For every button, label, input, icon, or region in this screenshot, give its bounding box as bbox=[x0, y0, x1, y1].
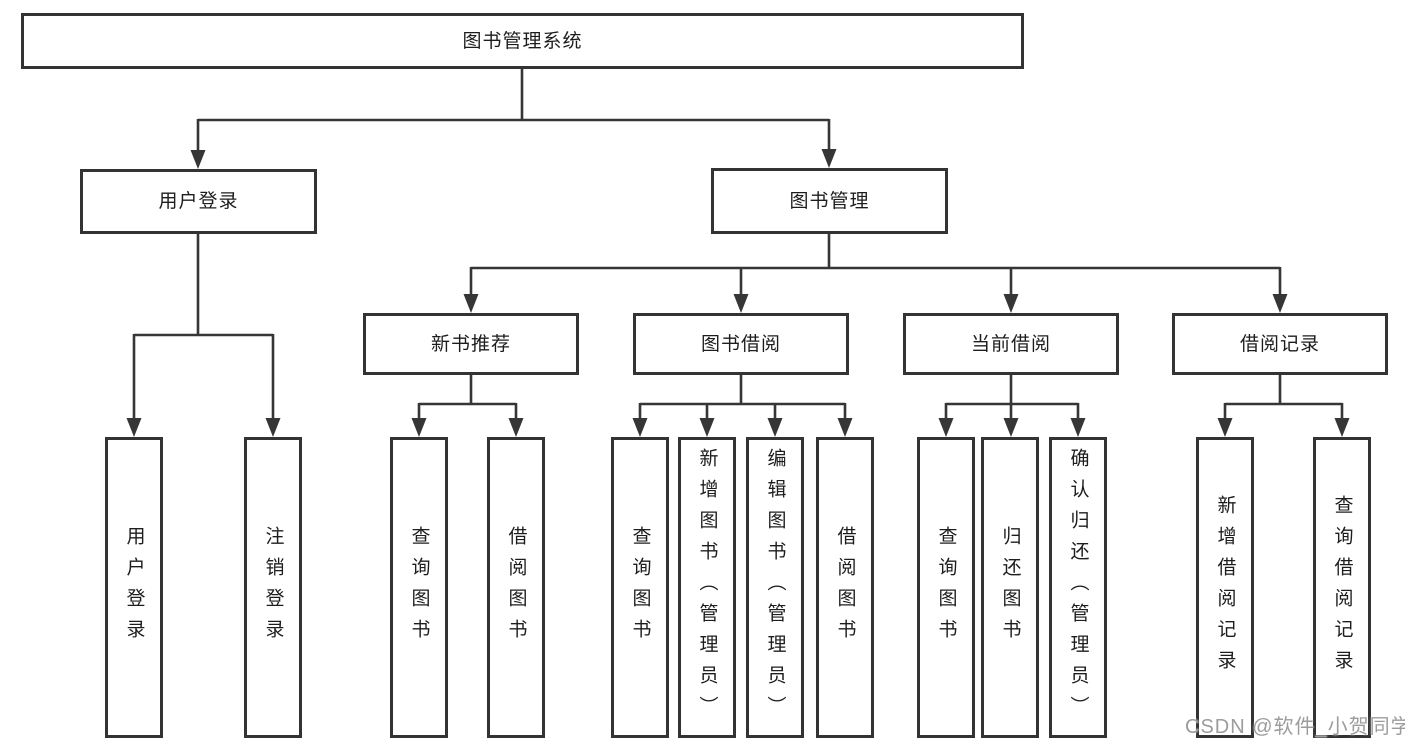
leaf-label: 确认归还（管理员） bbox=[1067, 448, 1089, 727]
leaf-label: 查询图书 bbox=[935, 525, 957, 650]
leaf-edit-book-admin: 编辑图书（管理员） bbox=[746, 437, 804, 738]
leaf-label: 注销登录 bbox=[262, 525, 284, 650]
node-current-borrowing: 当前借阅 bbox=[903, 313, 1119, 375]
leaf-label: 查询图书 bbox=[408, 525, 430, 650]
leaf-label: 用户登录 bbox=[123, 525, 145, 650]
leaf-label: 归还图书 bbox=[999, 525, 1021, 650]
leaf-label: 借阅图书 bbox=[834, 525, 856, 650]
leaf-add-borrow-record: 新增借阅记录 bbox=[1196, 437, 1254, 738]
leaf-query-borrow-record: 查询借阅记录 bbox=[1313, 437, 1371, 738]
node-library-management-system: 图书管理系统 bbox=[21, 13, 1024, 69]
leaf-confirm-return-admin: 确认归还（管理员） bbox=[1049, 437, 1107, 738]
leaf-borrow-books-2: 借阅图书 bbox=[816, 437, 874, 738]
leaf-label: 查询图书 bbox=[629, 525, 651, 650]
leaf-return-book: 归还图书 bbox=[981, 437, 1039, 738]
leaf-add-book-admin: 新增图书（管理员） bbox=[678, 437, 736, 738]
leaf-borrow-books-1: 借阅图书 bbox=[487, 437, 545, 738]
leaf-logout: 注销登录 bbox=[244, 437, 302, 738]
csdn-watermark: CSDN @软件_小贺同学 bbox=[1185, 716, 1405, 738]
leaf-label: 新增图书（管理员） bbox=[696, 448, 718, 727]
leaf-label: 新增借阅记录 bbox=[1214, 494, 1236, 681]
node-user-login: 用户登录 bbox=[80, 169, 317, 234]
leaf-query-books-2: 查询图书 bbox=[611, 437, 669, 738]
leaf-user-login: 用户登录 bbox=[105, 437, 163, 738]
node-borrowing-records: 借阅记录 bbox=[1172, 313, 1388, 375]
node-book-management: 图书管理 bbox=[711, 168, 948, 234]
node-new-book-recommend: 新书推荐 bbox=[363, 313, 579, 375]
leaf-query-books-1: 查询图书 bbox=[390, 437, 448, 738]
leaf-label: 编辑图书（管理员） bbox=[764, 448, 786, 727]
node-book-borrowing: 图书借阅 bbox=[633, 313, 849, 375]
leaf-query-books-3: 查询图书 bbox=[917, 437, 975, 738]
leaf-label: 借阅图书 bbox=[505, 525, 527, 650]
leaf-label: 查询借阅记录 bbox=[1331, 494, 1353, 681]
